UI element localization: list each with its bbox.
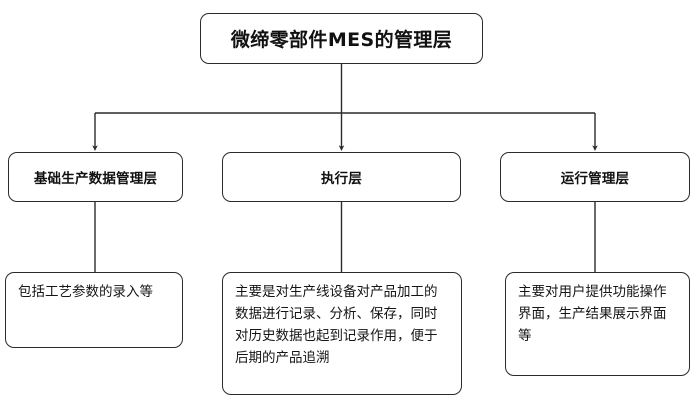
node-desc-execution-text: 主要是对生产线设备对产品加工的数据进行记录、分析、保存，同时对历史数据也起到记录…	[235, 284, 438, 366]
node-desc-execution[interactable]: 主要是对生产线设备对产品加工的数据进行记录、分析、保存，同时对历史数据也起到记录…	[222, 272, 462, 395]
node-layer-basic-production-data-label: 基础生产数据管理层	[33, 171, 158, 187]
node-layer-execution-label: 执行层	[320, 171, 363, 187]
node-desc-basic-production-data[interactable]: 包括工艺参数的录入等	[5, 272, 183, 348]
node-layer-execution[interactable]: 执行层	[222, 152, 461, 202]
node-title-label: 微缔零部件MES的管理层	[230, 29, 453, 51]
node-layer-basic-production-data[interactable]: 基础生产数据管理层	[8, 152, 183, 202]
node-layer-operation-management[interactable]: 运行管理层	[500, 152, 690, 202]
node-desc-operation-management[interactable]: 主要对用户提供功能操作界面，生产结果展示界面等	[505, 272, 690, 376]
node-layer-operation-management-label: 运行管理层	[560, 171, 630, 187]
node-desc-basic-production-data-text: 包括工艺参数的录入等	[18, 284, 153, 300]
node-desc-operation-management-text: 主要对用户提供功能操作界面，生产结果展示界面等	[518, 284, 667, 344]
node-title-management-layer[interactable]: 微缔零部件MES的管理层	[200, 13, 483, 64]
